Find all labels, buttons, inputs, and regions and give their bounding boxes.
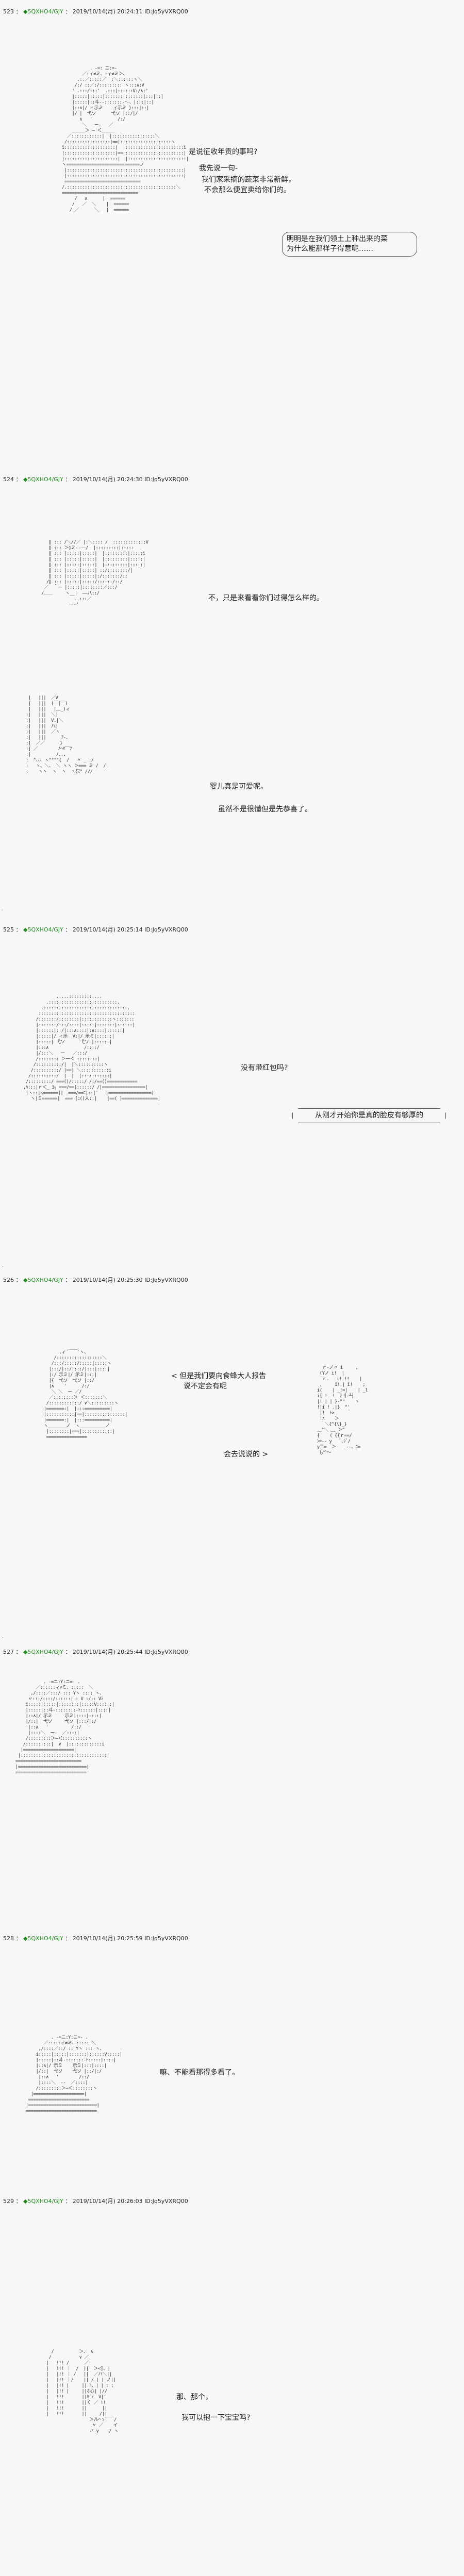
- dialogue-line: 不会那么便宜卖给你们的。: [204, 186, 291, 194]
- tripcode-link[interactable]: ◆5QXHO4/GJY: [23, 8, 63, 15]
- post-number: 527: [3, 1649, 14, 1655]
- post-header: 527 ： ◆5QXHO4/GJY ： 2019/10/14(月) 20:25:…: [3, 1649, 188, 1655]
- poster-id: ID:Jq5yVXRQ00: [144, 8, 188, 15]
- dialogue-line: < 但是我们要向食蜂大人报告: [171, 1372, 267, 1380]
- ascii-art: ‖ ::: /＼//／ |:＼:::: / :::::::::::::V ‖ :…: [41, 540, 148, 607]
- poster-id: ID:Jq5yVXRQ00: [144, 476, 188, 483]
- ascii-art: ｒ-ノ〃 i , (Yノ i! | ｒ. i! !! | , i! | i! ;…: [317, 1365, 368, 1455]
- poster-id: ID:Jq5yVXRQ00: [144, 926, 188, 933]
- post-526: 526 ： ◆5QXHO4/GJY ： 2019/10/14(月) 20:25:…: [2, 1277, 368, 1639]
- dialogue-line: 虽然不是很懂但是先恭喜了。: [218, 805, 312, 814]
- post-datetime: 2019/10/14(月) 20:26:03: [72, 2198, 143, 2205]
- post-datetime: 2019/10/14(月) 20:25:30: [72, 1277, 143, 1283]
- ascii-art: . -=ニ:Y:ニ=- . ／:::::ィ≠ミ、::::: ＼ ,/::::／:…: [25, 2035, 122, 2114]
- post-number: 528: [3, 1935, 14, 1942]
- post-datetime: 2019/10/14(月) 20:24:30: [72, 476, 143, 483]
- speech-bubble: 明明是在我们领土上种出来的菜 为什么能那样子得意呢……: [282, 232, 417, 257]
- dialogue-line: 我们家采摘的蔬菜非常新鲜，: [202, 176, 295, 184]
- ascii-art: .....:::::::::.... .::::::::::::::::::::…: [23, 994, 160, 1101]
- dialogue-line: 不，只是来看看你们过得怎么样的。: [208, 594, 324, 602]
- post-number: 524: [3, 476, 14, 483]
- poster-id: ID:Jq5yVXRQ00: [144, 1649, 188, 1655]
- tripcode-link[interactable]: ◆5QXHO4/GJY: [23, 1935, 63, 1942]
- post-number: 529: [3, 2198, 14, 2205]
- post-header: 529 ： ◆5QXHO4/GJY ： 2019/10/14(月) 20:26:…: [3, 2198, 188, 2205]
- dialogue-line: 我可以抱一下宝宝吗?: [181, 2414, 251, 2422]
- poster-id: ID:Jq5yVXRQ00: [144, 1277, 188, 1283]
- tripcode-link[interactable]: ◆5QXHO4/GJY: [23, 476, 63, 483]
- post-header: 525 ： ◆5QXHO4/GJY ： 2019/10/14(月) 20:25:…: [3, 926, 188, 933]
- post-header: 524 ： ◆5QXHO4/GJY ： 2019/10/14(月) 20:24:…: [3, 476, 188, 483]
- dialogue-line: 婴儿真是可爱呢。: [210, 783, 268, 791]
- bubble-line: 从刚才开始你是真的脸皮有够厚的: [315, 1111, 423, 1120]
- ascii-art: . -=: ニ:=- ／:ィ≠ミ、:ィ≠ミ＞、 .:.／:::::／ :＼:::…: [61, 66, 189, 213]
- tripcode-link[interactable]: ◆5QXHO4/GJY: [23, 1649, 63, 1655]
- poster-id: ID:Jq5yVXRQ00: [144, 1935, 188, 1942]
- poster-id: ID:Jq5yVXRQ00: [144, 2198, 188, 2205]
- ascii-art: . -=ニ:Y:ニ=- . ／::::::ィ≠ミ、::::: ＼ ,/::::／…: [15, 1680, 114, 1775]
- post-header: 523 ： ◆5QXHO4/GJY ： 2019/10/14(月) 20:24:…: [3, 8, 188, 15]
- speech-bubble: 从刚才开始你是真的脸皮有够厚的: [292, 1108, 446, 1123]
- post-number: 525: [3, 926, 14, 933]
- dialogue-line: 会去说说的 >: [224, 1450, 269, 1459]
- post-523: 523 ： ◆5QXHO4/GJY ： 2019/10/14(月) 20:24:…: [0, 0, 464, 464]
- ascii-art: | ||| ／V | ||| (￣|￣) | ||| |＿_)ィ :| ||| …: [25, 696, 109, 774]
- post-number: 523: [3, 8, 14, 15]
- post-number: 526: [3, 1277, 14, 1283]
- dialogue-line: 我先说一句-: [199, 164, 238, 173]
- tripcode-link[interactable]: ◆5QXHO4/GJY: [23, 1277, 63, 1283]
- tripcode-link[interactable]: ◆5QXHO4/GJY: [23, 926, 63, 933]
- post-525: 525 ： ◆5QXHO4/GJY ： 2019/10/14(月) 20:25:…: [0, 917, 464, 1268]
- post-524: 524 ： ◆5QXHO4/GJY ： 2019/10/14(月) 20:24:…: [2, 476, 324, 912]
- bubble-line: 为什么能那样子得意呢……: [287, 245, 373, 253]
- dialogue-line: 说不定会有呢: [184, 1382, 227, 1391]
- dialogue-line: 嘛、不能看那得多看了。: [160, 2069, 239, 2077]
- post-header: 526 ： ◆5QXHO4/GJY ： 2019/10/14(月) 20:25:…: [3, 1277, 188, 1283]
- post-datetime: 2019/10/14(月) 20:25:59: [72, 1935, 143, 1942]
- post-528: 528 ： ◆5QXHO4/GJY ： 2019/10/14(月) 20:25:…: [0, 1927, 464, 2190]
- dialogue-line: 那、那个，: [176, 2393, 212, 2401]
- dialogue-line: 没有带红包吗?: [241, 1064, 288, 1072]
- bubble-line: 明明是在我们领土上种出来的菜: [287, 235, 388, 243]
- post-datetime: 2019/10/14(月) 20:25:44: [72, 1649, 143, 1655]
- post-datetime: 2019/10/14(月) 20:24:11: [72, 8, 143, 15]
- post-529: 529 ： ◆5QXHO4/GJY ： 2019/10/14(月) 20:26:…: [0, 2190, 464, 2576]
- post-datetime: 2019/10/14(月) 20:25:14: [72, 926, 143, 933]
- tripcode-link[interactable]: ◆5QXHO4/GJY: [23, 2198, 63, 2205]
- dialogue-line: 是说征收年贡的事吗?: [189, 148, 258, 156]
- ascii-art: / ＞、 ∧ / ∨ ／ | !!! / ／! | !!! ｜ / || ＞<]…: [46, 2349, 119, 2434]
- post-header: 528 ： ◆5QXHO4/GJY ： 2019/10/14(月) 20:25:…: [3, 1935, 188, 1942]
- ascii-art: ,ィ´￣￣`ヽ、 /::::::::::::::::::＼ /:::/:::::…: [43, 1350, 128, 1440]
- post-527: 527 ： ◆5QXHO4/GJY ： 2019/10/14(月) 20:25:…: [0, 1638, 464, 1927]
